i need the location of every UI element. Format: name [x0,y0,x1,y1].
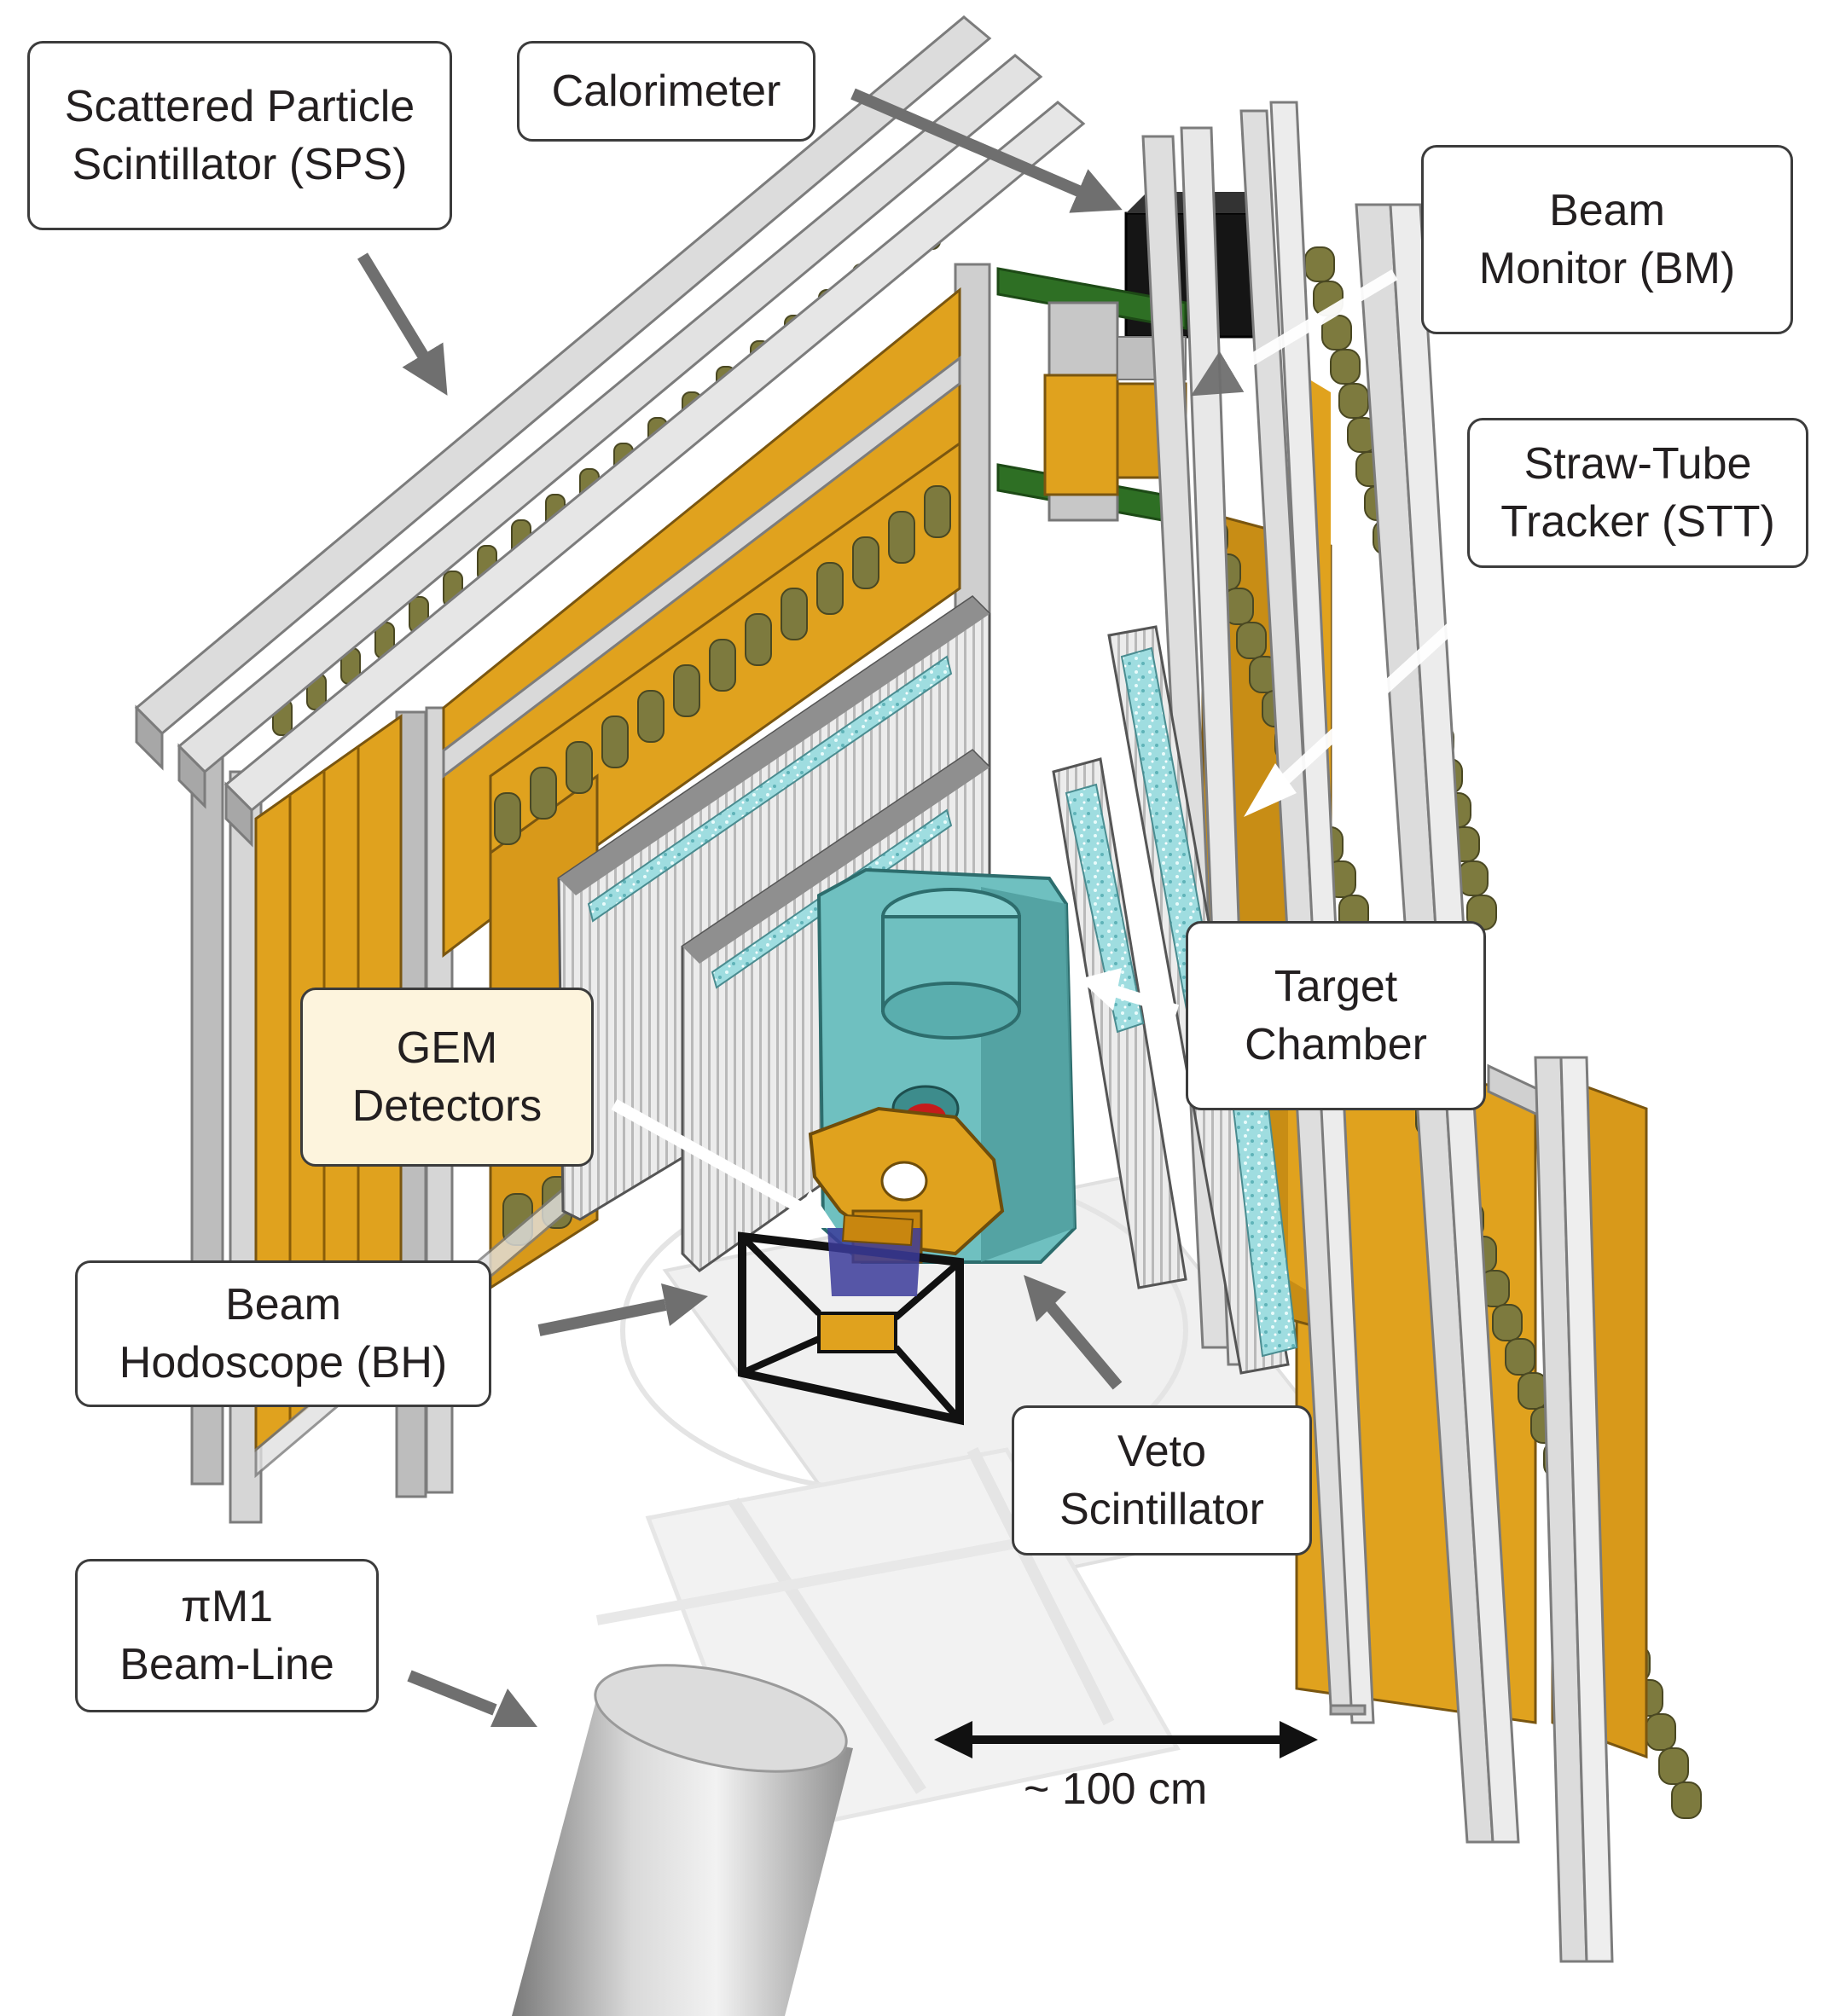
arrow-target-head [1079,968,1122,1011]
arrow-veto-head [1024,1275,1066,1322]
label-target-chamber: Target Chamber [1186,921,1486,1110]
label-veto-line2: Scintillator [1059,1485,1264,1534]
annotation-arrows [357,88,1484,1727]
label-stt-line2: Tracker (STT) [1500,497,1775,547]
label-beamline-line2: Beam-Line [119,1640,334,1689]
label-target-chamber-line1: Target [1274,962,1398,1011]
arrow-sps [357,252,448,396]
label-beam-hodoscope-line2: Hodoscope (BH) [119,1338,448,1387]
arrow-target [1106,983,1180,1017]
arrow-hodoscope [537,1299,667,1336]
arrow-gem-head [789,1190,836,1228]
beam-hodoscope [738,1214,964,1426]
label-beam-hodoscope-line1: Beam [225,1280,341,1330]
arrow-veto [1044,1301,1123,1390]
label-stt-line1: Straw-Tube [1523,439,1752,489]
beam-pipe[interactable] [512,1646,856,2016]
label-veto: Veto Scintillator [1012,1405,1312,1555]
scale-bar-label: ~ 100 cm [1024,1764,1208,1814]
label-sps-line1: Scattered Particle [64,82,415,131]
arrow-beam-monitor [1190,269,1398,397]
arrow-stt-head [1244,763,1297,817]
label-target-chamber-line2: Chamber [1245,1020,1427,1069]
label-calorimeter: Calorimeter [517,41,815,142]
arrow-calorimeter [850,88,1123,213]
arrow-stt [1275,596,1484,790]
label-beam-monitor: Beam Monitor (BM) [1421,145,1793,334]
label-beam-monitor-line2: Monitor (BM) [1478,244,1736,293]
scale-bar [934,1721,1318,1758]
label-veto-line1: Veto [1117,1427,1207,1476]
arrow-beamline-head [490,1689,537,1727]
label-gem: GEM Detectors [300,988,594,1167]
arrow-hodoscope-head [661,1283,708,1326]
arrow-gem [611,1098,810,1217]
label-beam-hodoscope: Beam Hodoscope (BH) [75,1260,491,1407]
label-calorimeter-line1: Calorimeter [551,67,781,116]
label-beamline: πM1 Beam-Line [75,1559,379,1712]
label-gem-line1: GEM [396,1023,498,1073]
label-beamline-line1: πM1 [180,1582,274,1631]
label-sps-line2: Scintillator (SPS) [72,140,408,189]
label-sps: Scattered Particle Scintillator (SPS) [27,41,452,230]
label-gem-line2: Detectors [351,1081,543,1131]
label-stt: Straw-Tube Tracker (STT) [1467,418,1808,568]
label-beam-monitor-line1: Beam [1549,186,1665,235]
arrow-beamline [407,1670,497,1716]
